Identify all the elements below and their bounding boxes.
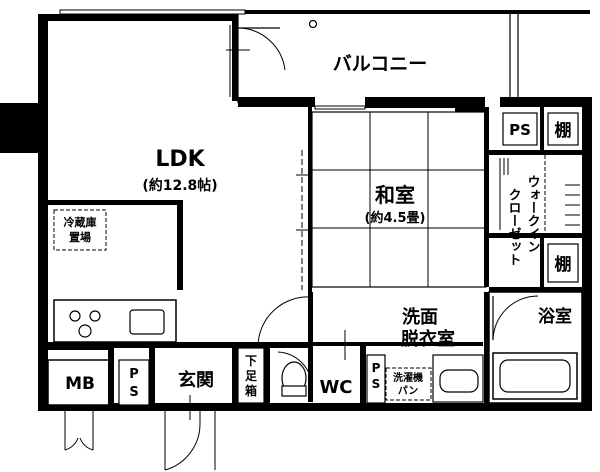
- washroom-label-2: 脱衣室: [401, 328, 455, 350]
- washitsu-label: 和室: [375, 183, 415, 207]
- entrance-doors: [64, 395, 216, 471]
- kitchen-sink-icon: [129, 309, 165, 335]
- ps-box-top: [502, 112, 538, 146]
- drain-icon: [308, 19, 318, 29]
- shoe-cabinet: [237, 347, 265, 404]
- washer-label-2: パン: [398, 385, 419, 397]
- walkin-label: ウォークイン: [525, 175, 541, 253]
- ps-wc-label-1: P: [372, 361, 381, 375]
- shelf-label-top: 棚: [555, 120, 572, 141]
- ps-label-top: PS: [509, 121, 531, 139]
- shoe-cabinet-label-1: 下: [245, 354, 257, 368]
- fridge-space: [53, 209, 107, 251]
- stove-burner-icon: [78, 324, 92, 338]
- ps-wc-label-2: S: [372, 377, 381, 391]
- wc-label: WC: [319, 377, 352, 398]
- mb-box: [47, 359, 113, 406]
- balcony-label: バルコニー: [333, 53, 428, 75]
- washer-label: 洗濯機: [393, 371, 423, 384]
- washer-space: [385, 367, 432, 401]
- ldk-room: [48, 21, 286, 343]
- ps-box-wc: [366, 354, 386, 404]
- bath-label: 浴室: [538, 306, 572, 327]
- washitsu-size-label: (約4.5畳): [365, 210, 426, 226]
- ldk-label: LDK: [155, 147, 205, 172]
- kitchen-counter: [53, 299, 177, 343]
- room-labels: バルコニー LDK (約12.8帖) 冷蔵庫 置場 和室 (約4.5畳) PS …: [64, 53, 573, 400]
- bathtub-icon: [499, 359, 571, 393]
- washroom-label: 洗面: [402, 306, 438, 328]
- entry-area: [47, 342, 432, 406]
- fridge-label-2: 置場: [69, 230, 91, 244]
- closet-label: クローゼット: [506, 188, 522, 266]
- stove-burner-icon: [69, 310, 81, 322]
- ps-left-label-2: S: [129, 385, 138, 400]
- ps-left-label-1: P: [129, 367, 139, 382]
- ldk-size-label: (約12.8帖): [142, 177, 217, 194]
- genkan-label: 玄関: [178, 369, 214, 391]
- mb-label: MB: [65, 374, 95, 394]
- shoe-cabinet-label-2: 足: [245, 369, 257, 383]
- fridge-label: 冷蔵庫: [64, 215, 97, 229]
- stove-burner-icon: [89, 310, 101, 322]
- balcony-area: [59, 9, 590, 103]
- bathroom-area: [488, 291, 583, 404]
- washbasin-icon: [439, 369, 479, 393]
- bathtub: [492, 352, 578, 400]
- outer-walls: [0, 14, 592, 411]
- closet-area: [484, 107, 582, 292]
- shelf-label-mid: 棚: [555, 254, 572, 275]
- shoe-cabinet-label-3: 箱: [245, 383, 257, 398]
- washitsu-room: [296, 104, 487, 292]
